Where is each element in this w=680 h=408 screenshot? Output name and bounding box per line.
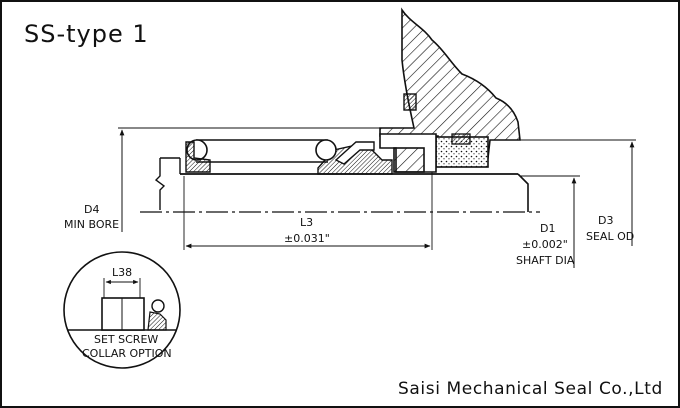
company-name: Saisi Mechanical Seal Co.,Ltd — [398, 379, 663, 399]
detail-spring-icon — [151, 299, 165, 313]
retainer-cup — [334, 141, 375, 165]
shaft-dia-label: SHAFT DIA — [516, 254, 575, 267]
gland-oring-icon — [403, 93, 417, 111]
shaft-break-icon — [154, 158, 166, 210]
collar-option-label: COLLAR OPTION — [82, 347, 172, 360]
gland-housing — [379, 7, 521, 159]
drawing-title: SS-type 1 — [24, 20, 149, 48]
l38-label: L38 — [112, 266, 132, 279]
seal-face-ring — [393, 147, 425, 173]
d1-label: D1 — [540, 222, 555, 235]
drive-collar — [185, 141, 211, 173]
collar-block — [101, 297, 145, 331]
set-screw-collar-detail — [63, 251, 181, 369]
l3-tolerance: ±0.031" — [284, 232, 330, 245]
spring-coil-right-icon — [315, 139, 337, 161]
l3-label: L3 — [300, 216, 313, 229]
seal-od-label: SEAL OD — [586, 230, 634, 243]
set-screw-label: SET SCREW — [94, 333, 158, 346]
min-bore-label: MIN BORE — [64, 218, 119, 231]
d1-tolerance: ±0.002" — [522, 238, 568, 251]
detail-cup — [147, 311, 167, 331]
d4-label: D4 — [84, 203, 99, 216]
d3-label: D3 — [598, 214, 613, 227]
shaft-chamfer — [517, 173, 529, 212]
seat-oring-icon — [451, 133, 471, 145]
